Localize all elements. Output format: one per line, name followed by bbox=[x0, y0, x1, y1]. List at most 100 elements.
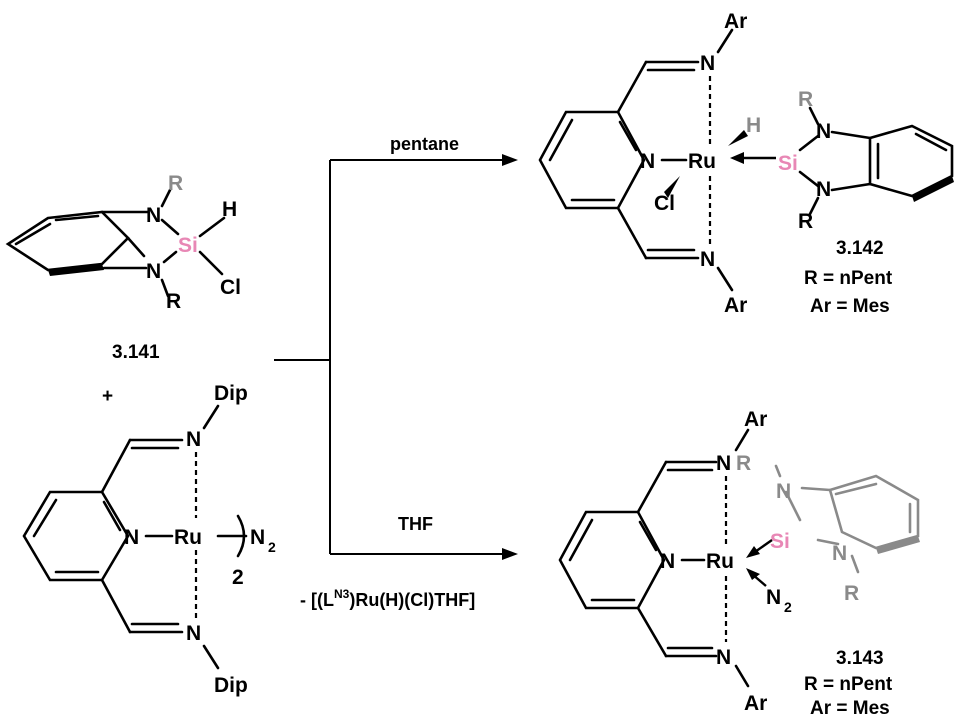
bond bbox=[160, 218, 180, 236]
si-label: Si bbox=[178, 234, 198, 257]
bond bbox=[850, 554, 860, 574]
n-label: N bbox=[186, 428, 201, 451]
ring-double-bond bbox=[638, 520, 658, 552]
bond bbox=[100, 438, 132, 494]
bond bbox=[734, 664, 750, 688]
r-label: R bbox=[798, 88, 813, 111]
hashed-bond bbox=[728, 130, 748, 146]
bond bbox=[830, 130, 872, 140]
ring-double-bond bbox=[14, 222, 52, 246]
ru-label: Ru bbox=[688, 150, 716, 173]
reaction-arrows: pentane THF - [(LN3)Ru(H)(Cl)THF] bbox=[274, 134, 518, 610]
ring-double-bond bbox=[548, 118, 574, 162]
reagent-ru-dimer: Dip N N Ru 2 N 2 N Dip bbox=[22, 382, 276, 697]
ar-label: Ar bbox=[724, 294, 747, 317]
bond bbox=[734, 428, 750, 452]
bond bbox=[716, 28, 734, 54]
product-3-142: Ar N N Ru H Cl Si N N R R N Ar 3.142 R =… bbox=[538, 10, 954, 317]
bond bbox=[784, 490, 802, 522]
cl-label: Cl bbox=[654, 192, 675, 215]
bond bbox=[808, 196, 820, 216]
compound-label: 3.141 bbox=[112, 342, 160, 363]
arrowhead bbox=[502, 548, 518, 560]
n-label: N bbox=[124, 526, 139, 549]
si-label: Si bbox=[770, 530, 790, 553]
bond bbox=[160, 188, 172, 208]
pyridine-ring bbox=[538, 110, 646, 210]
bond bbox=[160, 278, 170, 298]
subscript: 2 bbox=[784, 599, 792, 615]
benzene-ring bbox=[828, 474, 920, 550]
bond bbox=[162, 250, 178, 264]
ar-label: Ar bbox=[744, 692, 767, 715]
ring-double-bond bbox=[834, 482, 878, 496]
ar-definition: Ar = Mes bbox=[810, 296, 890, 317]
r-label: R bbox=[798, 210, 813, 233]
bond bbox=[100, 578, 132, 634]
bond bbox=[774, 464, 782, 478]
subscript: 2 bbox=[232, 566, 244, 589]
ar-definition: Ar = Mes bbox=[810, 698, 890, 719]
ring-double-bond bbox=[54, 214, 100, 222]
arrowhead bbox=[746, 546, 760, 558]
bond bbox=[616, 206, 648, 260]
n-label: N bbox=[716, 452, 731, 475]
ar-label: Ar bbox=[724, 10, 747, 33]
dip-label: Dip bbox=[214, 382, 248, 405]
bond bbox=[198, 216, 226, 238]
h-label: H bbox=[746, 114, 761, 137]
n-label: N bbox=[700, 248, 715, 271]
bond bbox=[716, 266, 734, 292]
bond bbox=[198, 250, 224, 276]
bond bbox=[830, 182, 872, 192]
n-label: N bbox=[776, 480, 791, 503]
bold-edge bbox=[48, 264, 104, 276]
n-label: N bbox=[700, 52, 715, 75]
arrowhead bbox=[502, 154, 518, 166]
compound-label: 3.142 bbox=[836, 238, 884, 259]
cl-label: Cl bbox=[220, 276, 241, 299]
pyridine-ring bbox=[22, 490, 130, 582]
bond bbox=[798, 134, 820, 152]
byproduct-superscript: N3 bbox=[334, 587, 350, 601]
n-label: N bbox=[186, 622, 201, 645]
r-label: R bbox=[168, 172, 183, 195]
wedge-bond bbox=[664, 176, 680, 198]
bond bbox=[616, 60, 648, 114]
ring-double-bond bbox=[102, 500, 122, 532]
byproduct-label: - [(LN3)Ru(H)(Cl)THF] bbox=[300, 587, 475, 610]
n-label: N bbox=[816, 120, 831, 143]
h-label: H bbox=[222, 198, 237, 221]
ring-double-bond bbox=[568, 518, 594, 562]
compound-label: 3.143 bbox=[836, 648, 884, 669]
bracket bbox=[236, 514, 246, 558]
n-label: N bbox=[816, 178, 831, 201]
pyridine-ring bbox=[558, 510, 666, 610]
plus-sign: + bbox=[102, 386, 113, 407]
r-definition: R = nPent bbox=[804, 268, 893, 289]
n-label: N bbox=[716, 646, 731, 669]
bond bbox=[636, 606, 668, 658]
r-label: R bbox=[736, 452, 751, 475]
dip-label: Dip bbox=[214, 674, 248, 697]
ru-label: Ru bbox=[706, 550, 734, 573]
n-label: N bbox=[146, 260, 161, 283]
reagent-3-141: R N Si N R H Cl 3.141 bbox=[5, 172, 241, 363]
byproduct-text-rest: )Ru(H)(Cl)THF] bbox=[349, 590, 475, 610]
ring-double-bond bbox=[914, 132, 948, 152]
n-label: N bbox=[640, 150, 655, 173]
n-label: N bbox=[146, 204, 161, 227]
ring-double-bond bbox=[32, 498, 58, 538]
ring-double-bond bbox=[618, 120, 638, 152]
arrowhead bbox=[730, 152, 744, 164]
r-label: R bbox=[844, 582, 859, 605]
bond bbox=[202, 644, 220, 670]
ar-label: Ar bbox=[744, 408, 767, 431]
si-label: Si bbox=[778, 152, 798, 175]
r-definition: R = nPent bbox=[804, 674, 893, 695]
byproduct-text: - [(L bbox=[300, 590, 334, 610]
bond bbox=[800, 486, 832, 492]
bond bbox=[798, 170, 820, 188]
bond bbox=[636, 460, 668, 514]
